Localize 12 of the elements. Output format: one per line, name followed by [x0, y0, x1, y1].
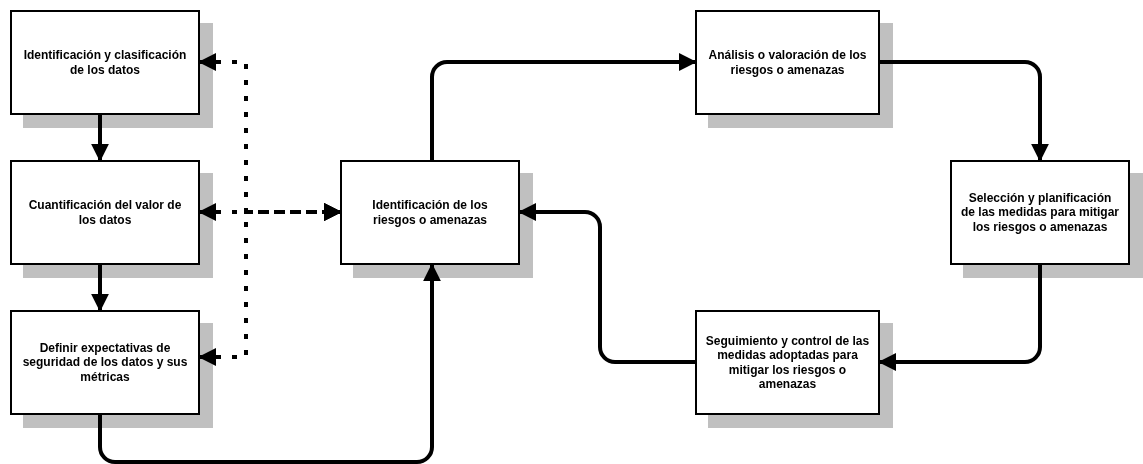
- arrow: [91, 115, 109, 162]
- box-label: Seguimiento y control de las medidas adoptadas para mitigar los riesgos o amenazas: [705, 333, 870, 392]
- box-label: Selección y planificación de las medidas para mitigar los riesgos o amenazas: [960, 190, 1120, 235]
- arrow: [91, 265, 109, 312]
- arrow: [880, 60, 1049, 162]
- box-label: Análisis o valoración de los riesgos o amenazas: [707, 48, 868, 77]
- arrow: [98, 263, 441, 464]
- box-label: Identificación de los riesgos o amenazas: [371, 198, 489, 227]
- box-label: Definir expectativas de seguridad de los datos y sus métricas: [21, 340, 189, 385]
- arrow: [430, 53, 697, 160]
- box-label: Identificación y clasificación de los datos: [22, 48, 188, 77]
- box-label: Cuantificación del valor de los datos: [27, 198, 183, 227]
